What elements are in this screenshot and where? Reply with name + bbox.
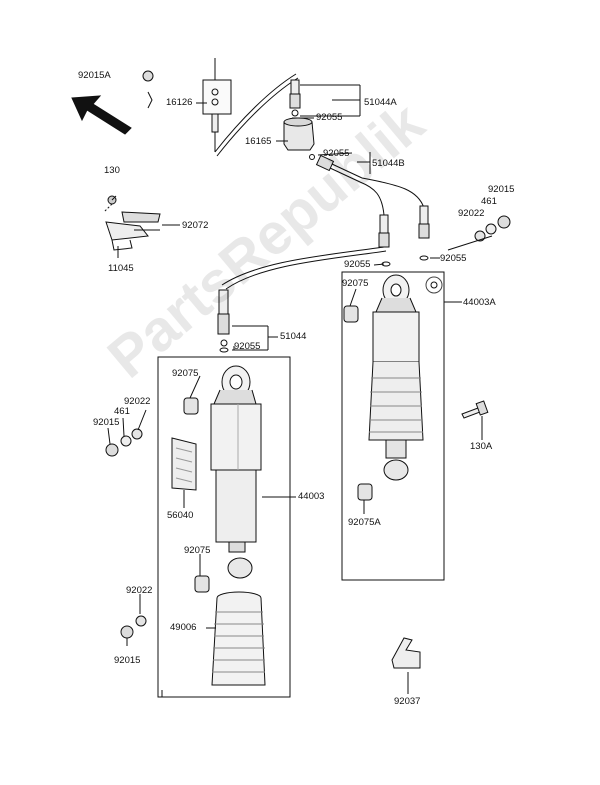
label-130: 130 [104, 165, 120, 176]
reservoir-16165 [283, 117, 315, 151]
label-92055-a: 92055 [316, 112, 343, 123]
label-56040: 56040 [167, 510, 194, 521]
label-461-left: 461 [114, 406, 130, 417]
bracket-16126 [202, 58, 232, 152]
boot-56040 [171, 437, 197, 491]
label-92055-b: 92055 [323, 148, 350, 159]
label-92075A: 92075A [348, 517, 381, 528]
front-direction-arrow [71, 95, 132, 135]
label-92022-right: 92022 [458, 208, 485, 219]
label-51044B: 51044B [372, 158, 405, 169]
label-92075-left: 92075 [172, 368, 199, 379]
fitting-51044B [309, 154, 363, 183]
hose-long-2 [225, 250, 387, 290]
label-16165: 16165 [245, 136, 272, 147]
clip-92037 [391, 637, 421, 669]
label-92037: 92037 [394, 696, 421, 707]
nut-92015r [497, 215, 511, 229]
label-92015-bottom: 92015 [114, 655, 141, 666]
frame-44003 [157, 356, 291, 698]
bushing-92075l [183, 397, 199, 415]
bushing-92075r [343, 305, 359, 323]
label-92015A: 92015A [78, 70, 111, 81]
hose-upper [214, 73, 297, 153]
label-44003A: 44003A [463, 297, 496, 308]
label-92075-right: 92075 [342, 278, 369, 289]
fitting-51044 [217, 289, 230, 347]
label-92075-middle: 92075 [184, 545, 211, 556]
label-130A: 130A [470, 441, 493, 452]
bushing-92075m [194, 575, 210, 593]
fitting-51044A [289, 79, 301, 117]
label-16126: 16126 [166, 97, 193, 108]
fitting-right-b [418, 205, 430, 239]
shock-44003A [368, 274, 424, 481]
bushing-92075A [357, 483, 373, 501]
leader-92015A [147, 91, 153, 109]
label-92072: 92072 [182, 220, 209, 231]
label-51044A: 51044A [364, 97, 397, 108]
label-92015-right: 92015 [488, 184, 515, 195]
washer-461l [120, 435, 132, 447]
hose-long [221, 246, 385, 286]
label-51044: 51044 [280, 331, 307, 342]
hose-to-right-1 [359, 181, 385, 216]
bellows-49006 [211, 591, 266, 686]
gear-icon [425, 276, 443, 294]
label-11045: 11045 [108, 263, 134, 274]
nut-92015l [105, 443, 119, 457]
nut-92015b [120, 625, 134, 639]
washer-461r [485, 223, 497, 235]
shock-44003 [210, 365, 262, 579]
washer-92022b [135, 615, 147, 627]
label-49006: 49006 [170, 622, 197, 633]
bolt-130A [461, 400, 489, 419]
label-44003: 44003 [298, 491, 325, 502]
leaders [107, 84, 493, 697]
oring-92055e [219, 347, 229, 353]
label-461-right: 461 [481, 196, 497, 207]
label-92022-bottom: 92022 [126, 585, 153, 596]
label-92055-c: 92055 [344, 259, 371, 270]
fitting-right-a [378, 214, 390, 248]
nut-92015A [142, 70, 154, 82]
label-92015-left: 92015 [93, 417, 120, 428]
label-92055-e: 92055 [234, 341, 261, 352]
washer-92022l [131, 428, 143, 440]
label-92022-left: 92022 [124, 396, 151, 407]
frame-44003A [341, 271, 445, 581]
label-92055-d: 92055 [440, 253, 467, 264]
oring-92055d [419, 255, 429, 261]
bracket-92072 [105, 211, 161, 251]
hose-to-right-2 [361, 177, 425, 209]
hose-upper-2 [216, 77, 299, 157]
